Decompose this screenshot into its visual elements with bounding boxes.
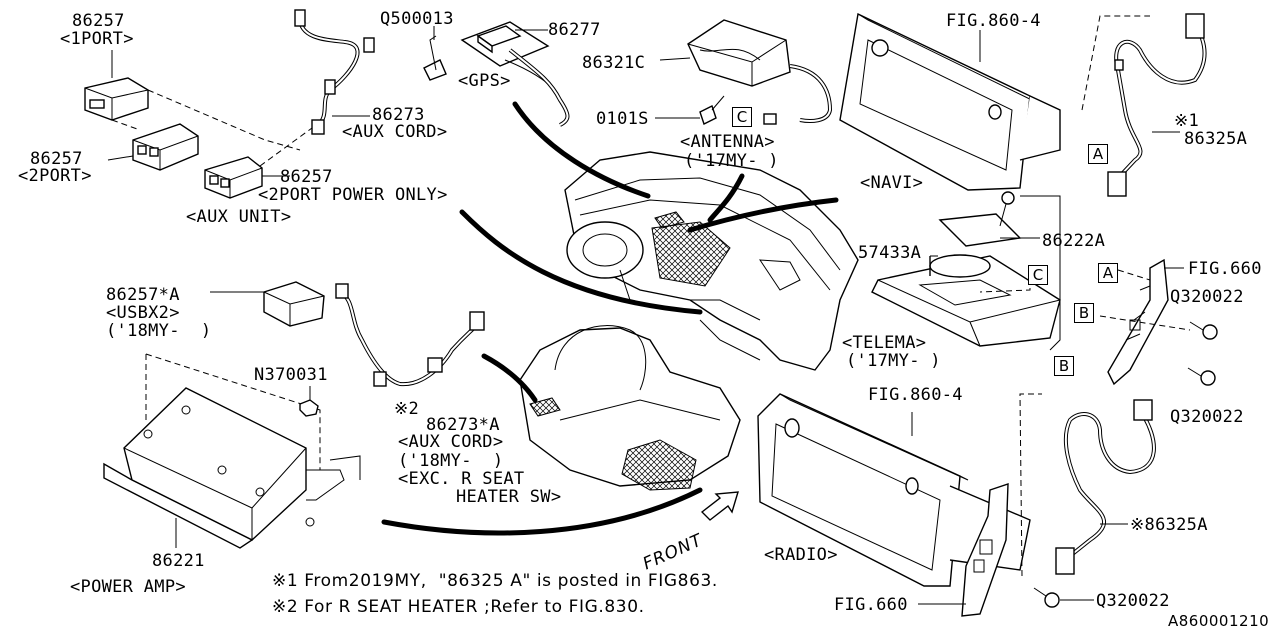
radio-sweep — [381, 487, 703, 536]
label-aux-cord-2-my: ('18MY- ) — [398, 451, 504, 471]
label-q500013: Q500013 — [380, 9, 454, 29]
label-heater-sw: HEATER SW> — [456, 487, 562, 507]
label-86273: 86273 — [372, 105, 425, 125]
usb-86257a-part — [263, 281, 325, 327]
bolt-q320022-b — [1187, 367, 1216, 386]
bolt-q500013 — [423, 35, 447, 81]
aux-cord-sweep — [481, 353, 538, 403]
callout-b-bracket: B — [1074, 303, 1094, 323]
label-exc-seat: <EXC. R SEAT — [398, 469, 525, 489]
label-2port-power-only: <2PORT POWER ONLY> — [258, 185, 448, 205]
label-fig860-radio: FIG.860-4 — [868, 385, 963, 405]
label-usb-my: ('18MY- ) — [106, 321, 212, 341]
gps-sweep — [512, 101, 651, 199]
front-arrow-icon — [700, 491, 739, 521]
usb-2port-part — [132, 123, 199, 171]
label-86321c: 86321C — [582, 53, 646, 73]
document-id: A860001210 — [1168, 612, 1270, 630]
radio-unit — [757, 393, 1031, 587]
antenna-sweep — [707, 173, 745, 223]
label-power-amp: <POWER AMP> — [70, 577, 186, 597]
label-1port: <1PORT> — [60, 29, 134, 49]
label-aux-unit: <AUX UNIT> — [186, 207, 292, 227]
label-86273a: 86273*A — [426, 415, 500, 435]
callout-c-antenna: C — [732, 107, 752, 127]
callout-a-bracket: A — [1098, 263, 1118, 283]
label-radio: <RADIO> — [764, 545, 838, 565]
label-86325a-top: 86325A — [1184, 129, 1248, 149]
footnote-2: ※2 For R SEAT HEATER ;Refer to FIG.830. — [272, 597, 645, 617]
label-2port: <2PORT> — [18, 166, 92, 186]
label-86257-2port: 86257 — [30, 149, 83, 169]
navi-sweep — [687, 197, 839, 233]
telematics-unit — [871, 213, 1061, 347]
callout-a-navi: A — [1088, 144, 1108, 164]
aux-cord-86273a-part — [335, 283, 485, 387]
usb-power-only-part — [204, 156, 263, 199]
label-86257-aux: 86257 — [280, 167, 333, 187]
screw-86222a — [999, 191, 1015, 227]
label-ref2: ※2 — [394, 399, 420, 419]
label-gps: <GPS> — [458, 71, 511, 91]
label-aux-cord: <AUX CORD> — [342, 122, 448, 142]
gps-bracket-part — [460, 21, 570, 127]
antenna-part — [687, 19, 833, 125]
label-57433a: 57433A — [858, 243, 922, 263]
label-navi: <NAVI> — [860, 173, 924, 193]
label-86325a-bottom: ※86325A — [1130, 515, 1208, 535]
footnote-1: ※1 From2019MY, "86325 A" is posted in FI… — [272, 571, 718, 591]
label-86222a: 86222A — [1042, 231, 1106, 251]
label-aux-cord-2: <AUX CORD> — [398, 432, 504, 452]
power-amp-unit — [103, 387, 361, 549]
aux-cord-part — [294, 9, 375, 135]
label-fig660-right: FIG.660 — [1188, 259, 1262, 279]
bracket-fig660-top — [1107, 258, 1169, 386]
callout-c-telema: C — [1028, 265, 1048, 285]
label-86221: 86221 — [152, 551, 205, 571]
label-q320022-a: Q320022 — [1170, 287, 1244, 307]
label-fig660-bottom: FIG.660 — [834, 595, 908, 615]
label-q320022-c: Q320022 — [1096, 591, 1170, 611]
bolt-q320022-c — [1033, 587, 1060, 608]
label-n370031: N370031 — [254, 365, 328, 385]
label-86257-1port: 86257 — [72, 11, 125, 31]
seat-assembly — [519, 325, 741, 491]
label-0101s: 0101S — [596, 109, 649, 129]
label-q320022-b: Q320022 — [1170, 407, 1244, 427]
nut-n370031 — [299, 399, 319, 417]
cable-86325a-bottom — [1055, 399, 1156, 575]
label-ref1: ※1 — [1174, 111, 1200, 131]
bolt-q320022-a — [1189, 321, 1218, 340]
label-fig860-navi: FIG.860-4 — [946, 11, 1041, 31]
bracket-fig660-bottom — [961, 483, 1009, 617]
navi-unit — [839, 12, 1061, 191]
label-telema: <TELEMA> — [842, 333, 927, 353]
screw-0101s — [699, 95, 725, 125]
label-telema-my: ('17MY- ) — [846, 351, 941, 371]
aux-unit-sweep — [459, 209, 703, 315]
cable-86325a-top — [1107, 13, 1207, 197]
label-antenna: <ANTENNA> — [680, 132, 775, 152]
label-86277: 86277 — [548, 20, 601, 40]
callout-b-telema: B — [1054, 356, 1074, 376]
usb-1port-part — [84, 77, 149, 121]
label-86257a: 86257*A — [106, 285, 180, 305]
label-usbx2: <USBX2> — [106, 303, 180, 323]
label-antenna-my: ('17MY- ) — [684, 151, 779, 171]
